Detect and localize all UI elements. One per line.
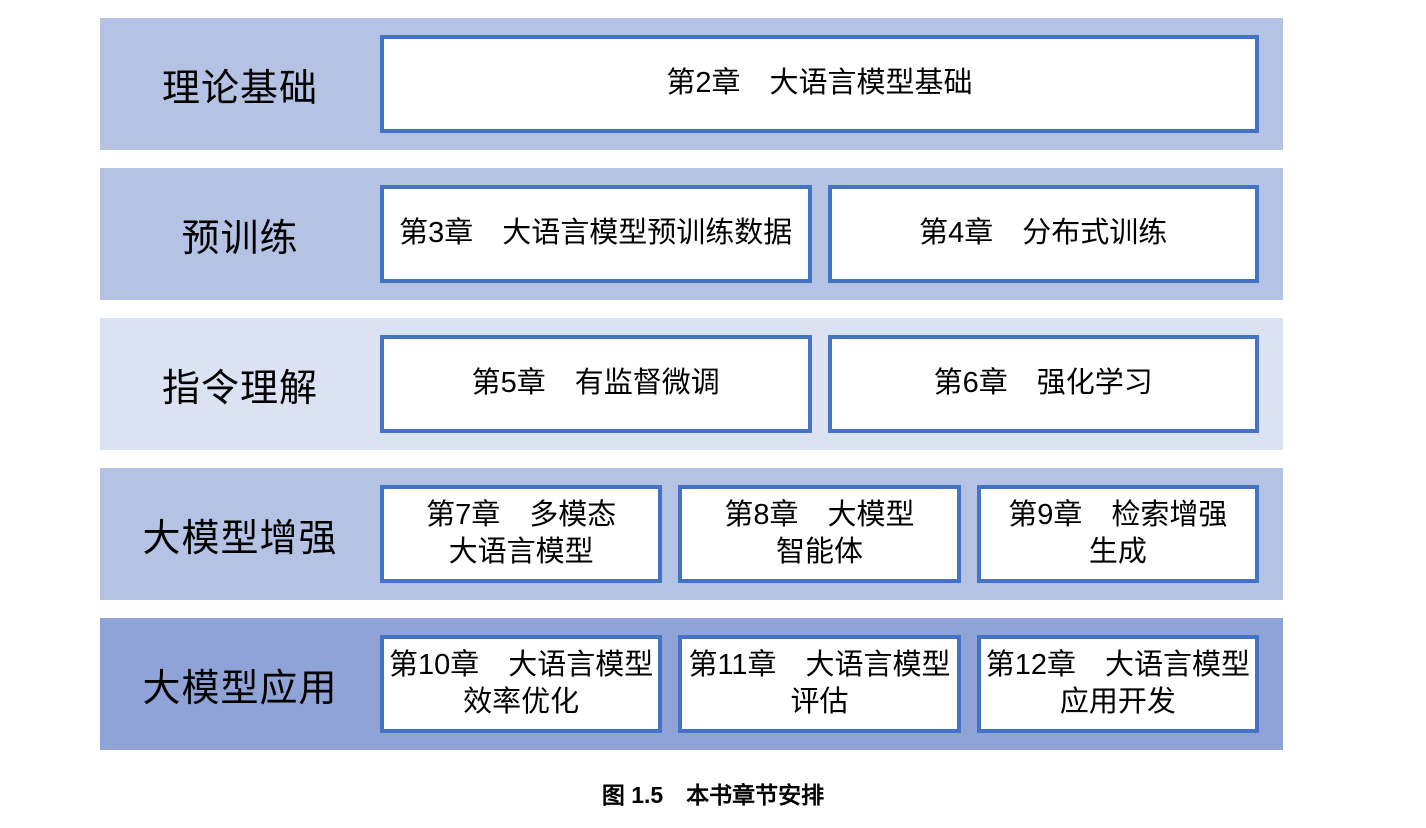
chapter-title: 第4章 分布式训练	[919, 217, 1168, 250]
chapter-box: 第10章 大语言模型 效率优化	[380, 635, 663, 733]
diagram-row-pretraining: 预训练 第3章 大语言模型预训练数据 第4章 分布式训练	[100, 168, 1283, 300]
chapter-title: 第11章 大语言模型	[688, 648, 951, 681]
chapter-title-line2: 大语言模型	[448, 536, 594, 568]
chapter-box: 第8章 大模型 智能体	[678, 485, 961, 583]
chapter-box: 第12章 大语言模型 应用开发	[976, 635, 1259, 733]
chapter-box: 第6章 强化学习	[827, 335, 1259, 433]
chapter-title-line2: 智能体	[775, 536, 863, 568]
row-label: 大模型应用	[142, 667, 338, 710]
chapter-structure-diagram: 理论基础 第2章 大语言模型基础 预训练 第3章 大语言模型预训练数据 第4章 …	[100, 18, 1283, 768]
chapter-title: 第7章 多模态	[426, 498, 617, 531]
chapter-title: 第5章 有监督微调	[471, 367, 720, 400]
diagram-row-llm-application: 大模型应用 第10章 大语言模型 效率优化 第11章 大语言模型 评估 第12章…	[100, 618, 1283, 750]
chapter-title-line2: 效率优化	[463, 686, 580, 718]
chapter-title: 第12章 大语言模型	[985, 648, 1250, 681]
chapter-box-group: 第5章 有监督微调 第6章 强化学习	[380, 335, 1259, 433]
chapter-box: 第7章 多模态 大语言模型	[380, 485, 663, 583]
row-label: 理论基础	[161, 67, 318, 110]
chapter-box: 第5章 有监督微调	[380, 335, 812, 433]
chapter-title: 第10章 大语言模型	[389, 648, 654, 681]
chapter-title-line2: 生成	[1088, 536, 1147, 568]
chapter-title: 第9章 检索增强	[1008, 498, 1228, 531]
row-label: 指令理解	[161, 367, 318, 410]
diagram-row-theory-foundation: 理论基础 第2章 大语言模型基础	[100, 18, 1283, 150]
chapter-box-group: 第3章 大语言模型预训练数据 第4章 分布式训练	[380, 185, 1259, 283]
chapter-box: 第3章 大语言模型预训练数据	[380, 185, 812, 283]
chapter-title-line2: 应用开发	[1059, 686, 1176, 718]
diagram-row-instruction-understanding: 指令理解 第5章 有监督微调 第6章 强化学习	[100, 318, 1283, 450]
chapter-title: 第3章 大语言模型预训练数据	[399, 217, 793, 250]
chapter-box-group: 第10章 大语言模型 效率优化 第11章 大语言模型 评估 第12章 大语言模型…	[380, 635, 1259, 733]
row-label: 预训练	[181, 217, 299, 260]
chapter-title: 第6章 强化学习	[933, 367, 1153, 400]
row-label: 大模型增强	[142, 517, 338, 560]
chapter-box: 第11章 大语言模型 评估	[678, 635, 961, 733]
chapter-title: 第8章 大模型	[724, 498, 915, 531]
chapter-box: 第2章 大语言模型基础	[380, 35, 1259, 133]
figure-caption: 图 1.5 本书章节安排	[601, 782, 825, 808]
chapter-box: 第9章 检索增强 生成	[976, 485, 1259, 583]
diagram-row-llm-enhancement: 大模型增强 第7章 多模态 大语言模型 第8章 大模型 智能体 第9章 检索增强…	[100, 468, 1283, 600]
chapter-box-group: 第2章 大语言模型基础	[380, 35, 1259, 133]
chapter-title-line2: 评估	[790, 686, 849, 718]
chapter-box: 第4章 分布式训练	[827, 185, 1259, 283]
chapter-title: 第2章 大语言模型基础	[666, 67, 973, 100]
chapter-box-group: 第7章 多模态 大语言模型 第8章 大模型 智能体 第9章 检索增强 生成	[380, 485, 1259, 583]
